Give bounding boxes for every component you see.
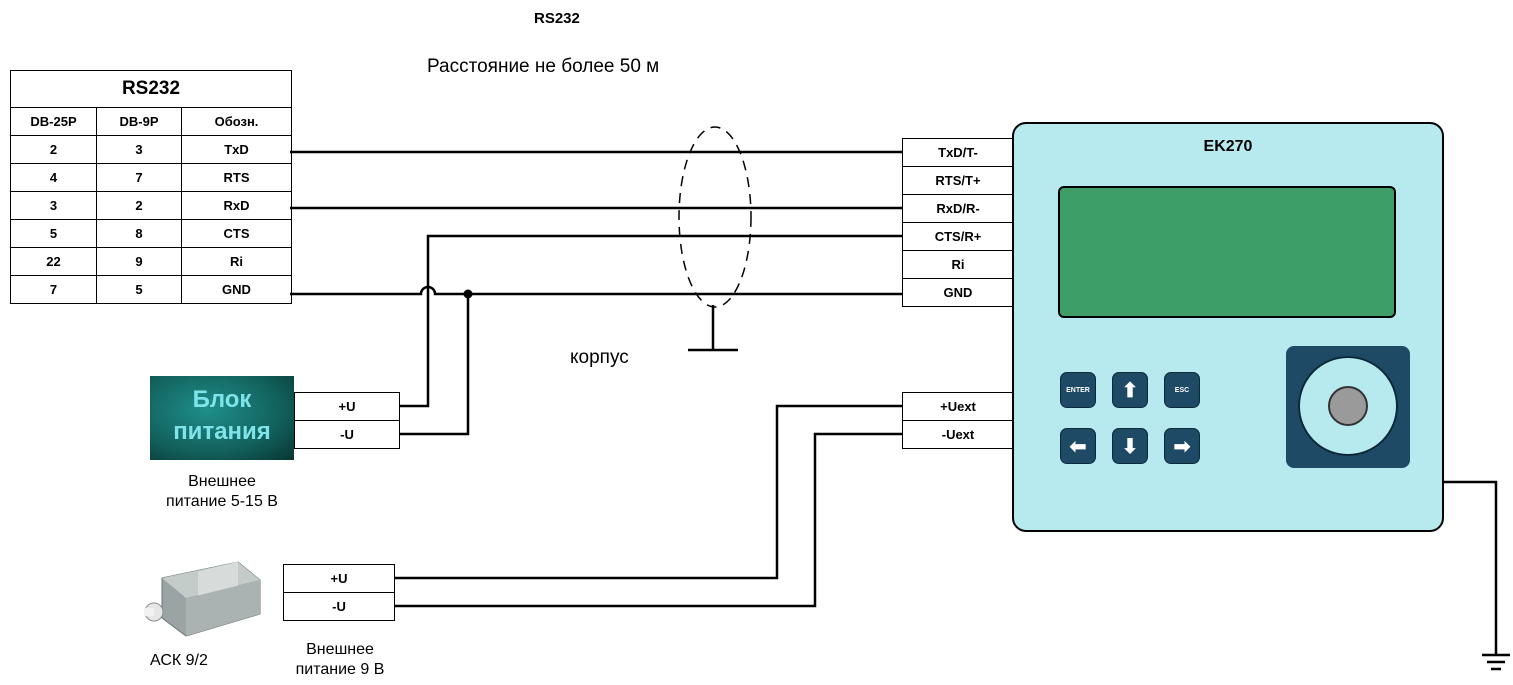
ek270-device: EK270 ENTER ⬆ ESC ⬅ ⬇ ➡ [1012, 122, 1444, 532]
psu-caption-line2: питание 5-15 В [166, 493, 278, 510]
psu-pin-table: +U -U [294, 392, 400, 449]
cell: 3 [96, 135, 182, 164]
cell: 7 [10, 275, 97, 304]
wire-gnd [290, 285, 902, 296]
ask-label: АСК 9/2 [150, 652, 208, 669]
psu-label-line1: Блок [192, 386, 252, 413]
ask-caption-line1: Внешнее [306, 641, 374, 658]
down-arrow-icon[interactable]: ⬇ [1112, 428, 1148, 464]
ask-device-image [144, 561, 261, 637]
cell: 8 [96, 219, 182, 248]
left-arrow-icon[interactable]: ⬅ [1060, 428, 1096, 464]
ask-caption: Внешнее питание 9 В [280, 640, 400, 680]
ask-caption-line2: питание 9 В [295, 661, 385, 678]
ask-pin-minus: -U [283, 592, 395, 621]
cell: 22 [10, 247, 97, 276]
psu-caption-line1: Внешнее [188, 473, 256, 490]
ask-pin-table: +U -U [283, 564, 395, 621]
cell: 5 [10, 219, 97, 248]
ask-pin-plus: +U [283, 564, 395, 593]
cable-shield [678, 126, 752, 308]
shield-label: корпус [570, 347, 629, 368]
device-name: EK270 [1203, 138, 1253, 155]
cell: GND [181, 275, 292, 304]
cell: 4 [10, 163, 97, 192]
knob-center-icon [1328, 386, 1368, 426]
psu-label-line2: питания [173, 418, 271, 445]
pin-cts: CTS/R+ [902, 222, 1014, 251]
wire-ask-plus [395, 404, 902, 580]
distance-note: Расстояние не более 50 м [427, 56, 660, 77]
pin-uext-plus: +Uext [902, 392, 1014, 421]
rotary-knob[interactable] [1298, 356, 1398, 456]
power-supply-block: Блок питания [150, 376, 294, 460]
cell: 3 [10, 191, 97, 220]
wire-cts-psu [400, 234, 902, 408]
col-header-signal: Обозн. [181, 107, 292, 136]
pin-gnd: GND [902, 278, 1014, 307]
cell: RTS [181, 163, 292, 192]
diagram-title: RS232 [534, 10, 580, 27]
pin-rts: RTS/T+ [902, 166, 1014, 195]
wire-psu-minus [400, 294, 470, 436]
pin-rxd: RxD/R- [902, 194, 1014, 223]
cell: 2 [10, 135, 97, 164]
enter-key[interactable]: ENTER [1060, 372, 1096, 408]
device-pin-table: TxD/T- RTS/T+ RxD/R- CTS/R+ Ri GND [902, 138, 1014, 307]
psu-caption: Внешнее питание 5-15 В [145, 472, 299, 512]
device-power-pins: +Uext -Uext [902, 392, 1014, 449]
pin-uext-minus: -Uext [902, 420, 1014, 449]
esc-key[interactable]: ESC [1164, 372, 1200, 408]
psu-pin-plus: +U [294, 392, 400, 421]
cell: 5 [96, 275, 182, 304]
rotary-knob-panel [1286, 346, 1410, 468]
up-arrow-icon[interactable]: ⬆ [1112, 372, 1148, 408]
pin-ri: Ri [902, 250, 1014, 279]
wire-ask-minus [395, 432, 902, 608]
cell: TxD [181, 135, 292, 164]
pin-txd: TxD/T- [902, 138, 1014, 167]
col-header-db9: DB-9P [96, 107, 182, 136]
junction-dot [463, 289, 473, 299]
wire-ground [1440, 480, 1498, 655]
right-arrow-icon[interactable]: ➡ [1164, 428, 1200, 464]
psu-pin-minus: -U [294, 420, 400, 449]
cell: 2 [96, 191, 182, 220]
device-display [1058, 186, 1396, 318]
